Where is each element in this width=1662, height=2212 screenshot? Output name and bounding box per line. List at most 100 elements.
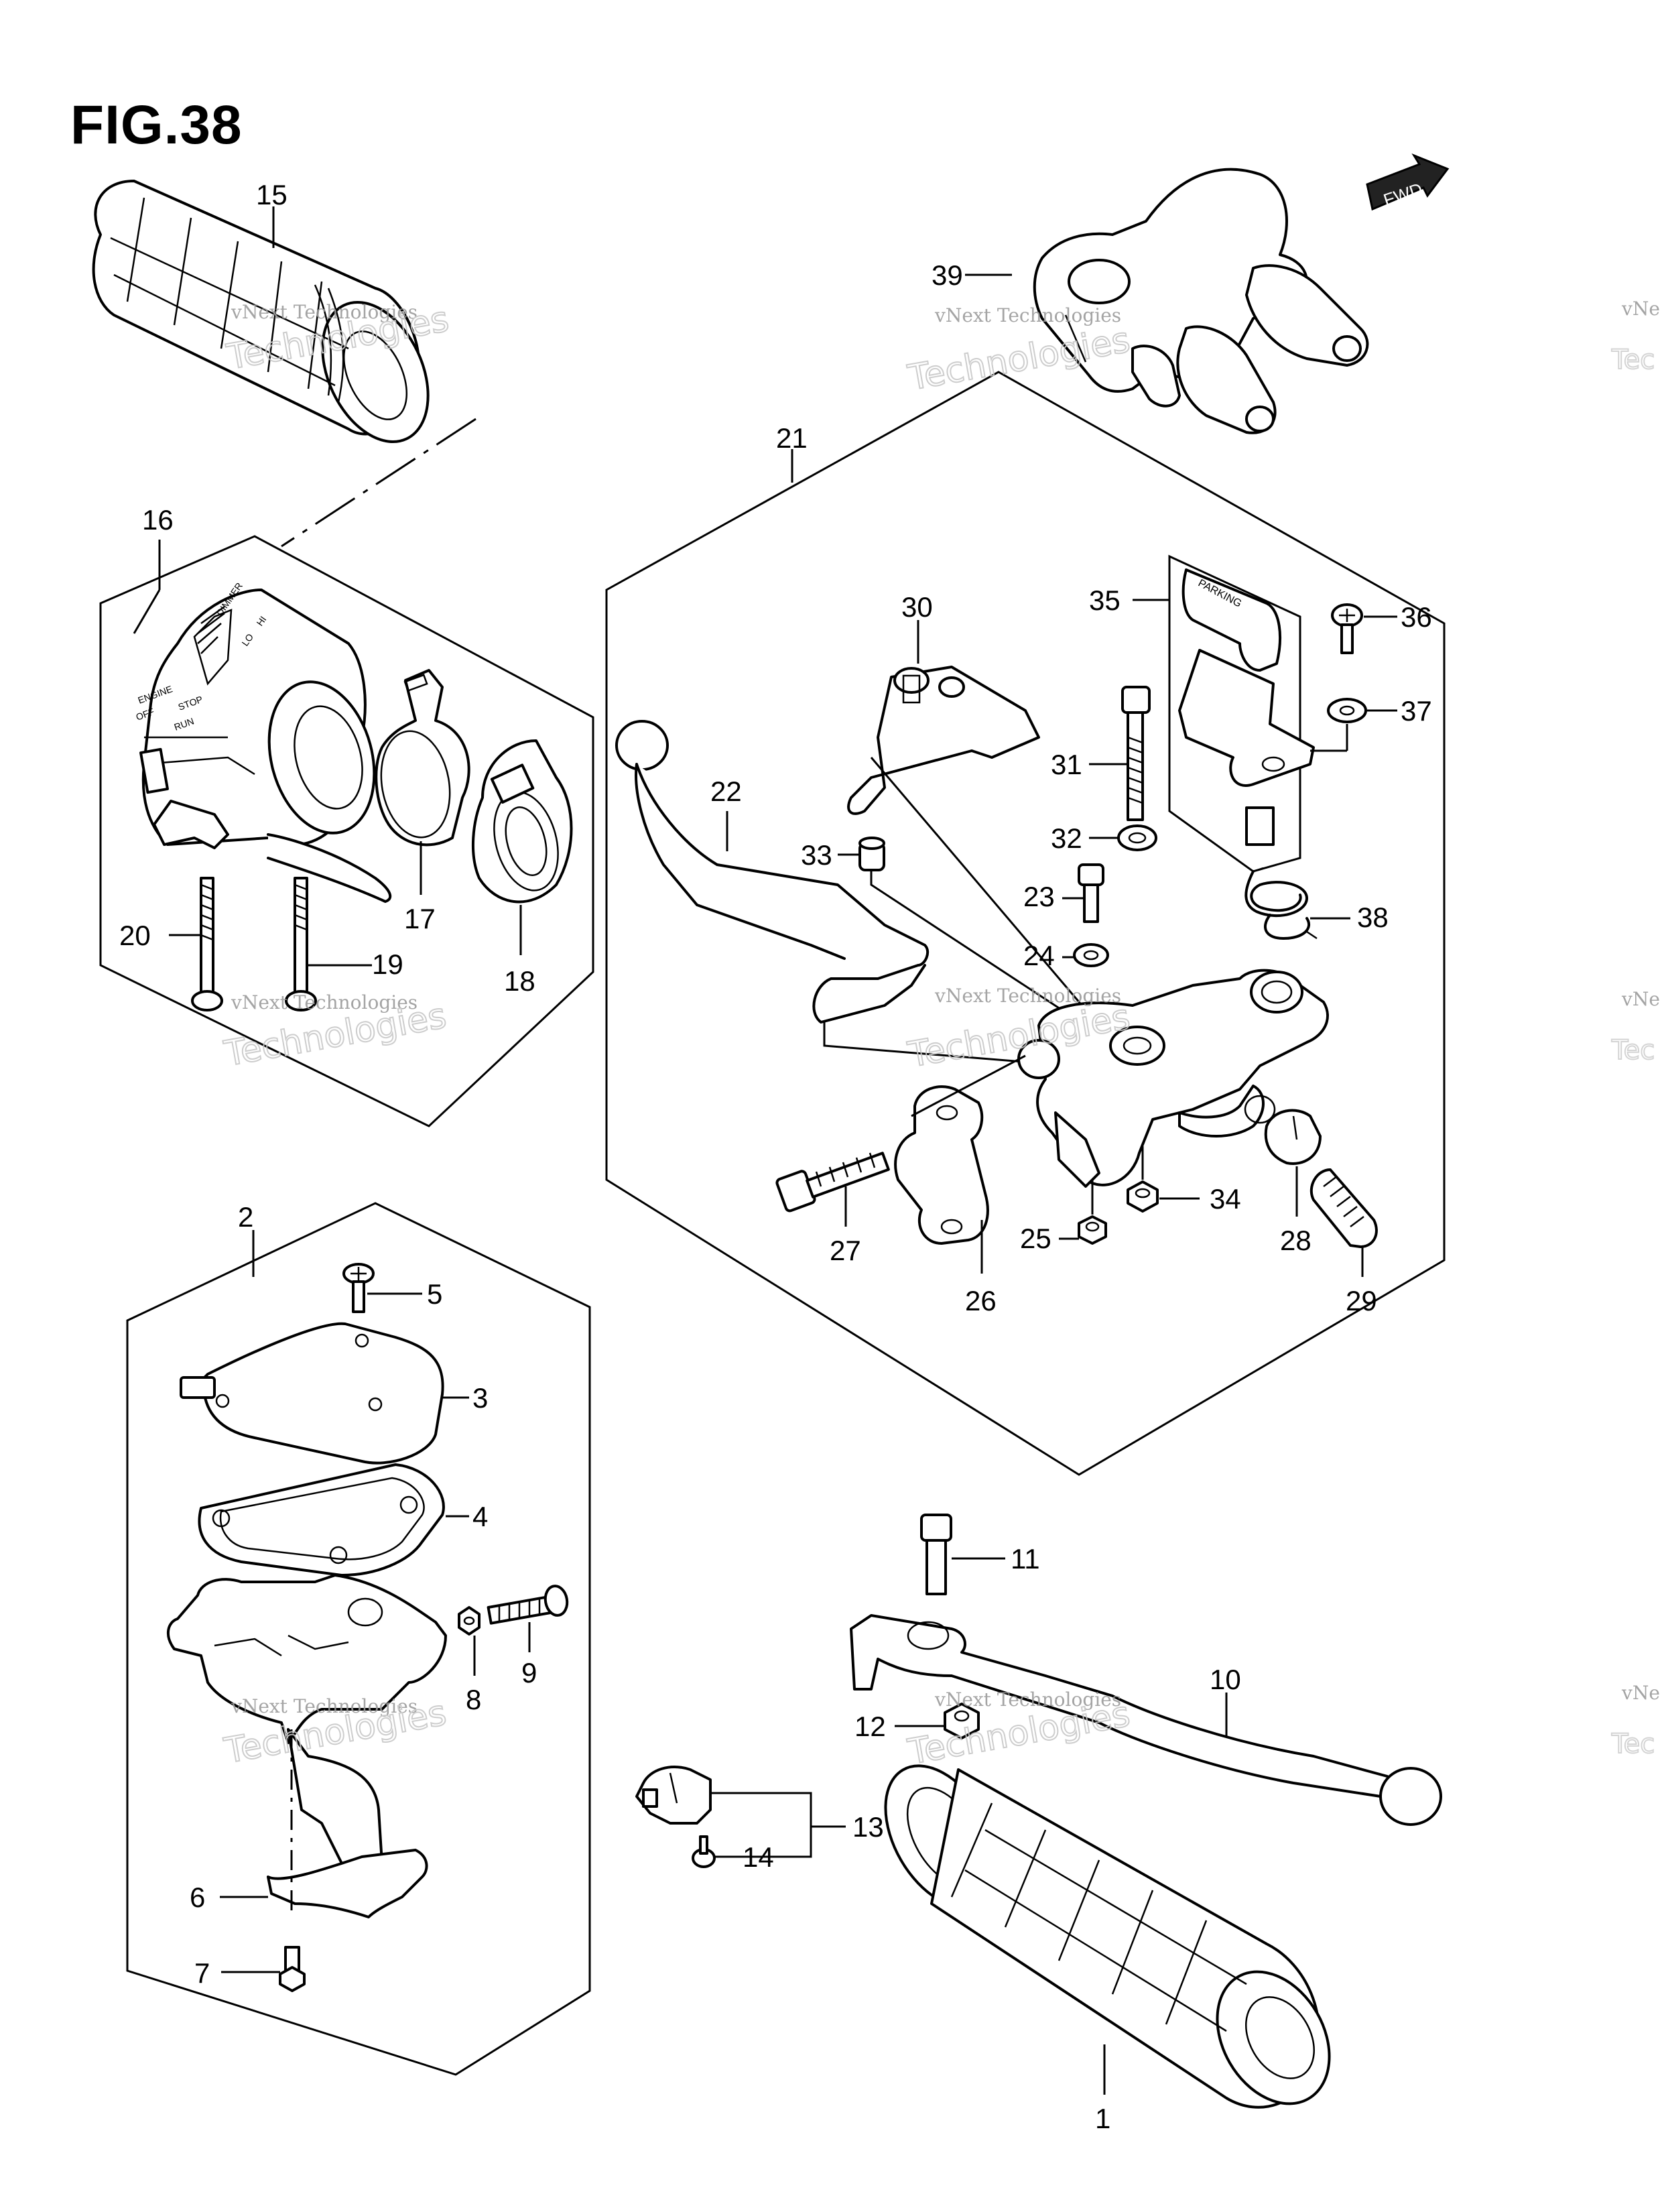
part-32-washer	[1117, 824, 1157, 851]
group-box-2	[126, 1202, 591, 2076]
part-4-gasket	[198, 1463, 445, 1577]
label-3: 3	[472, 1382, 488, 1414]
label-36: 36	[1401, 601, 1432, 633]
label-7: 7	[194, 1957, 210, 1989]
watermark-2: vNext Technologies	[934, 304, 1121, 326]
watermark-edge-2: vNe	[1621, 988, 1660, 1010]
part-8-nut	[458, 1606, 481, 1636]
part-15-throttle-grip	[92, 180, 430, 443]
part-27-bolt	[775, 1152, 890, 1213]
label-38: 38	[1357, 902, 1389, 933]
label-11: 11	[1011, 1543, 1040, 1575]
part-12-nut	[944, 1703, 980, 1739]
label-12: 12	[854, 1711, 886, 1742]
part-3-throttle-cover	[180, 1322, 444, 1465]
part-1-grip	[884, 1764, 1331, 2109]
label-22: 22	[710, 776, 742, 807]
label-20: 20	[119, 920, 151, 951]
label-32: 32	[1051, 822, 1082, 854]
part-17-clamp	[375, 669, 470, 847]
watermark-edge-1b: Tec	[1611, 345, 1655, 375]
watermark-edge-2b: Tec	[1611, 1035, 1655, 1066]
leader-13-bracket	[710, 1792, 812, 1858]
watermark-edge-3b: Tec	[1611, 1729, 1655, 1760]
part-33-collar	[858, 837, 885, 871]
leader-30-assembly	[870, 757, 1100, 1026]
watermark-2-outline: Technologies	[905, 320, 1133, 398]
part-37-washer	[1327, 698, 1367, 723]
part-24-washer	[1073, 943, 1109, 967]
part-7-screw	[279, 1946, 306, 1992]
part-9-screw	[487, 1585, 569, 1625]
alignment-line-15-16	[281, 418, 476, 548]
group-box-16	[99, 535, 594, 1127]
part-34-nut	[1127, 1180, 1159, 1213]
leader-33-assembly	[870, 871, 1086, 1027]
part-22-brake-lever	[615, 720, 930, 1024]
part-10-lever	[850, 1614, 1442, 1826]
part-30-switch	[847, 666, 1040, 815]
leader-16b	[133, 589, 161, 634]
label-15: 15	[256, 179, 287, 210]
figure-title: FIG.38	[70, 95, 243, 156]
part-29-adjuster	[1309, 1168, 1378, 1248]
watermark-4: vNext Technologies	[934, 985, 1121, 1007]
label-27: 27	[830, 1235, 861, 1266]
label-24: 24	[1023, 940, 1055, 971]
label-1: 1	[1095, 2103, 1110, 2134]
label-4: 4	[472, 1501, 488, 1532]
part-13-brake-switch	[635, 1766, 712, 1825]
label-28: 28	[1280, 1225, 1312, 1256]
label-23: 23	[1023, 881, 1055, 912]
part-18-ring-clamp	[471, 739, 573, 904]
label-31: 31	[1051, 749, 1082, 780]
label-39: 39	[932, 259, 963, 291]
label-29: 29	[1346, 1285, 1377, 1316]
part-26-holder-clamp	[894, 1085, 989, 1245]
label-8: 8	[466, 1684, 481, 1715]
part-38-spring	[1244, 867, 1318, 940]
throttle-housing-body	[167, 1574, 447, 1918]
part-35-parking-lock: PARKING	[1178, 568, 1315, 846]
part-20-screw	[191, 877, 223, 1011]
part-23-pivot-pin	[1078, 863, 1104, 923]
label-5: 5	[427, 1278, 442, 1310]
label-2: 2	[238, 1201, 253, 1233]
group-box-35	[1168, 554, 1301, 873]
label-21: 21	[776, 422, 808, 454]
part-11-pivot-bolt	[920, 1514, 952, 1595]
part-5-screw	[342, 1263, 375, 1313]
part-14-screw	[692, 1835, 716, 1868]
label-9: 9	[521, 1657, 537, 1688]
leader-26-assembly	[911, 1054, 1026, 1117]
label-18: 18	[504, 965, 535, 997]
part-19-screw	[285, 877, 317, 1011]
label-14: 14	[743, 1841, 774, 1873]
label-17: 17	[404, 903, 436, 934]
label-10: 10	[1210, 1664, 1241, 1695]
watermark-3: vNext Technologies	[231, 991, 418, 1013]
group-box-21	[605, 371, 1446, 1476]
watermark-5: vNext Technologies	[231, 1695, 418, 1717]
label-13: 13	[852, 1811, 884, 1843]
label-26: 26	[965, 1285, 997, 1316]
label-33: 33	[801, 839, 832, 871]
watermark-edge-3: vNe	[1621, 1682, 1660, 1704]
label-6: 6	[190, 1882, 205, 1913]
part-16-handlebar-switch: DIMMER HI LO ENGINE STOP OFF RUN	[135, 580, 392, 903]
watermark-1: vNext Technologies	[231, 301, 418, 323]
label-35: 35	[1089, 585, 1121, 616]
part-28-cap	[1264, 1109, 1322, 1165]
fwd-arrow-icon: FWD	[1366, 153, 1450, 211]
watermark-6: vNext Technologies	[934, 1688, 1121, 1711]
label-25: 25	[1020, 1223, 1051, 1254]
part-39-lever-boot	[1033, 168, 1369, 434]
label-19: 19	[372, 948, 403, 980]
label-37: 37	[1401, 695, 1432, 727]
part-36-screw	[1331, 603, 1363, 654]
label-30: 30	[901, 591, 933, 623]
part-25-nut	[1078, 1215, 1107, 1245]
part-31-bolt	[1121, 686, 1151, 821]
watermark-edge-1: vNe	[1621, 298, 1660, 320]
